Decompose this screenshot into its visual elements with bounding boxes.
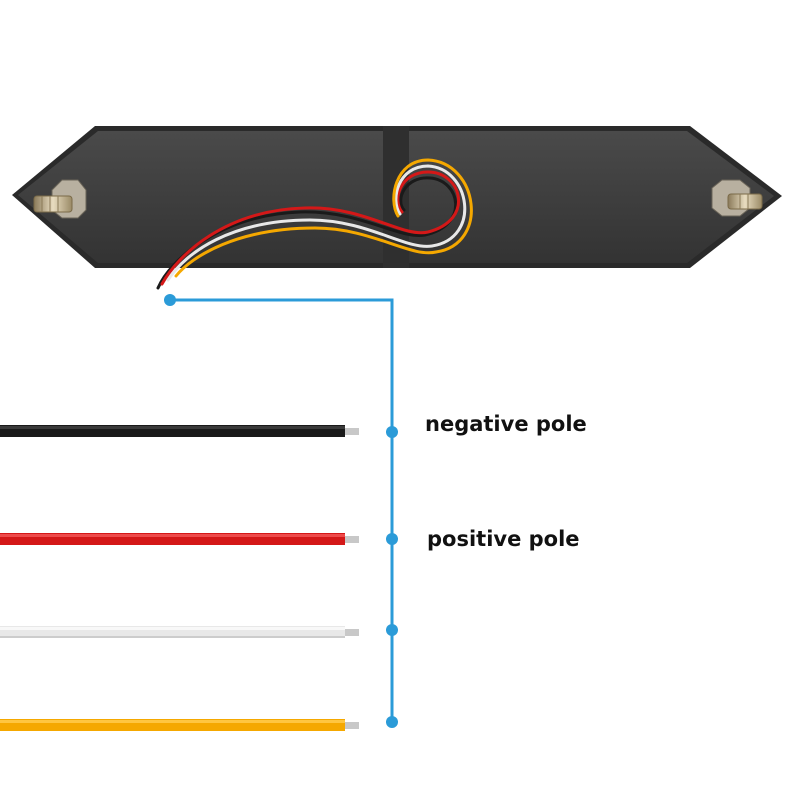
connector-dot <box>164 294 176 306</box>
wire-black <box>0 425 359 437</box>
bolt-icon <box>33 179 87 219</box>
wire-bundle <box>156 158 473 290</box>
wire-yellow <box>0 719 359 731</box>
positive-pole-label: positive pole <box>427 527 580 551</box>
bolt-icon <box>711 179 763 217</box>
wire-white <box>0 626 359 638</box>
connector-dot <box>386 426 398 438</box>
negative-pole-label: negative pole <box>425 412 587 436</box>
wire-red <box>0 533 359 545</box>
connector-dot <box>386 533 398 545</box>
connector-dot <box>386 624 398 636</box>
connector-line <box>170 298 394 722</box>
connector-dot <box>386 716 398 728</box>
